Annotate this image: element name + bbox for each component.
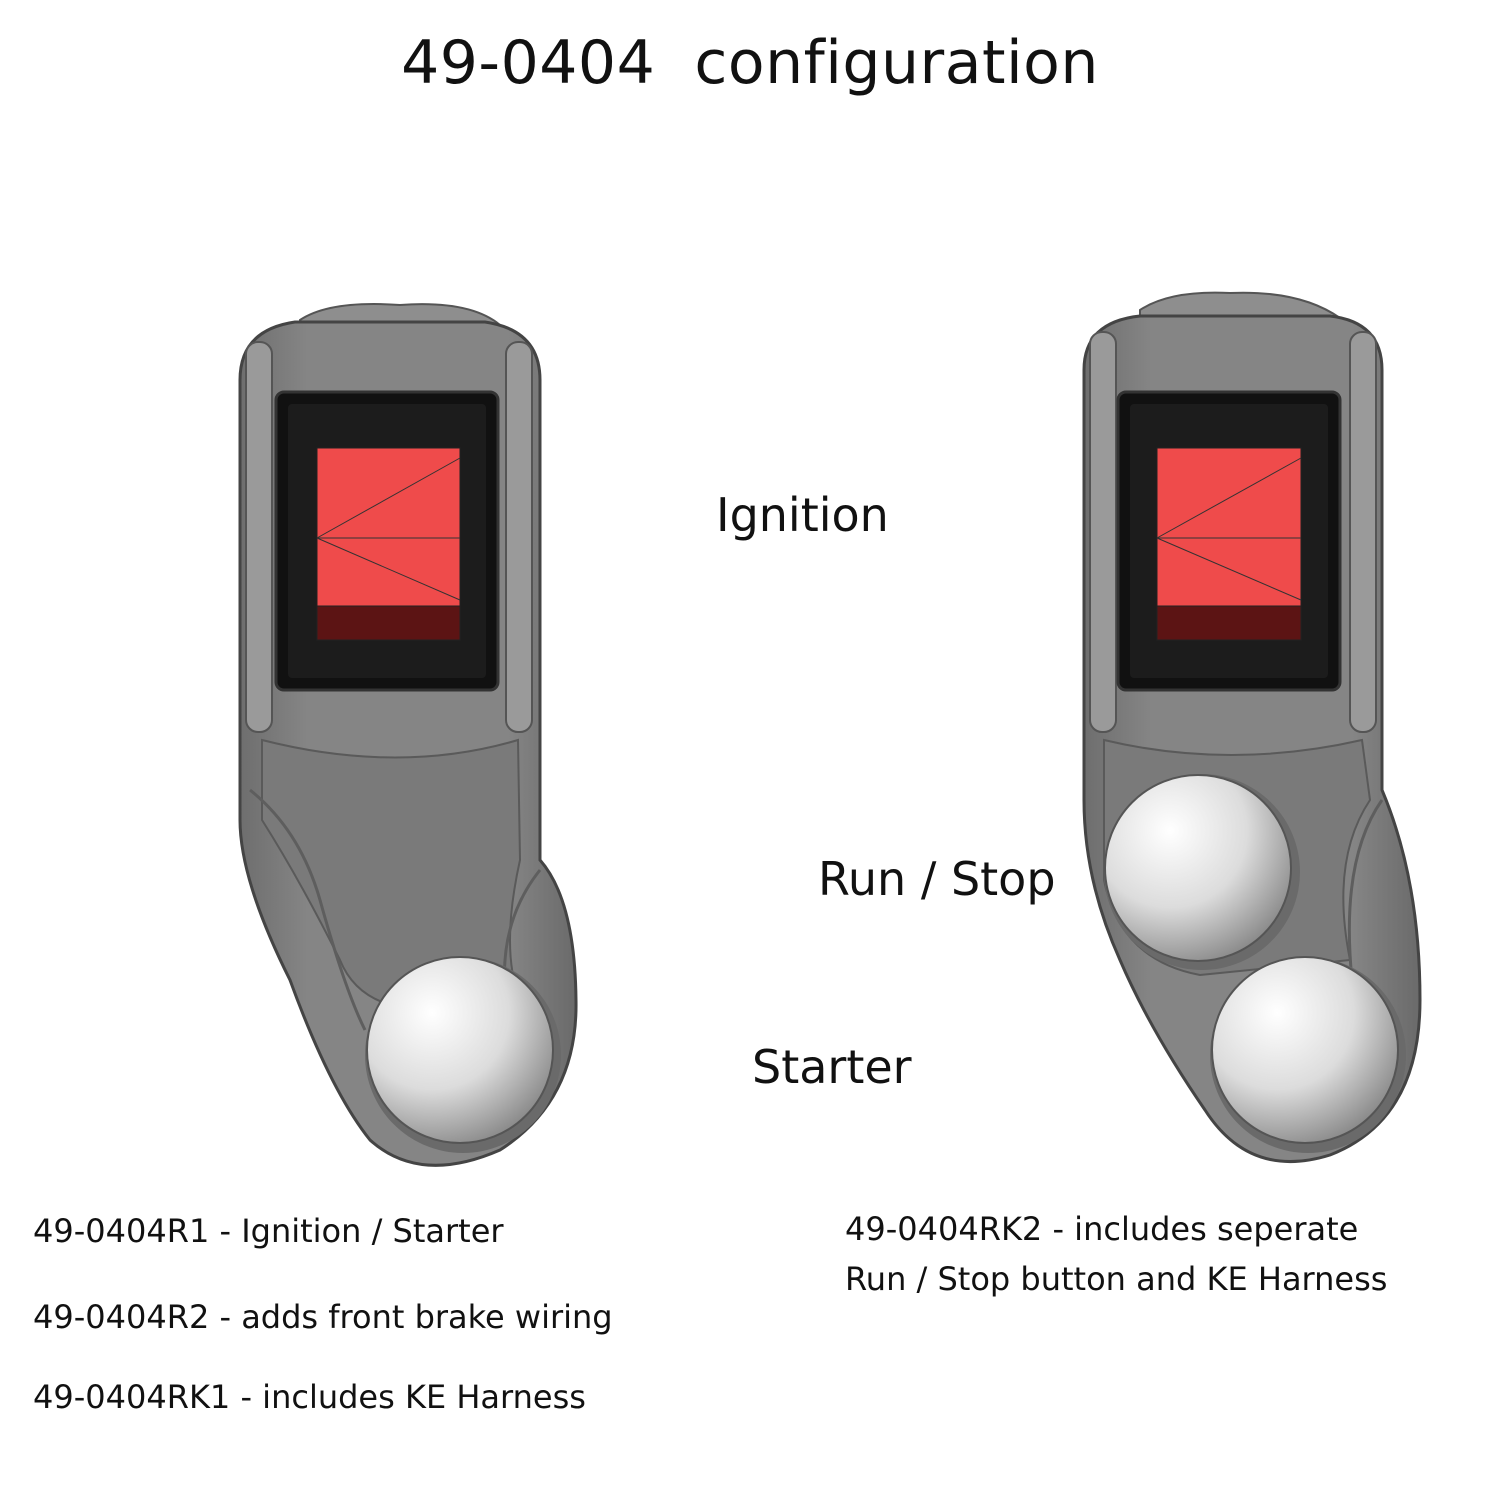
- part-description-r2: 49-0404R2 - adds front brake wiring: [33, 1298, 613, 1336]
- page-title: 49-0404 configuration: [401, 28, 1099, 98]
- run-stop-label: Run / Stop: [818, 852, 1056, 906]
- part-description-rk2-line2: Run / Stop button and KE Harness: [845, 1260, 1388, 1298]
- starter-button[interactable]: [365, 956, 561, 1153]
- part-description-rk2: 49-0404RK2 - includes seperate Run / Sto…: [845, 1204, 1387, 1304]
- ignition-label: Ignition: [716, 488, 889, 542]
- housing-rail-left: [1089, 331, 1117, 733]
- housing-rail-right: [1349, 331, 1377, 733]
- ignition-rocker-switch[interactable]: [1156, 447, 1302, 641]
- housing-rail-right: [505, 341, 533, 733]
- part-description-r1: 49-0404R1 - Ignition / Starter: [33, 1212, 504, 1250]
- starter-button[interactable]: [1210, 956, 1406, 1153]
- run-stop-button[interactable]: [1104, 774, 1300, 970]
- part-description-rk2-line1: 49-0404RK2 - includes seperate: [845, 1210, 1359, 1248]
- housing-rail-left: [245, 341, 273, 733]
- ignition-rocker-switch[interactable]: [316, 447, 461, 641]
- starter-label: Starter: [752, 1040, 912, 1094]
- part-description-rk1: 49-0404RK1 - includes KE Harness: [33, 1378, 586, 1416]
